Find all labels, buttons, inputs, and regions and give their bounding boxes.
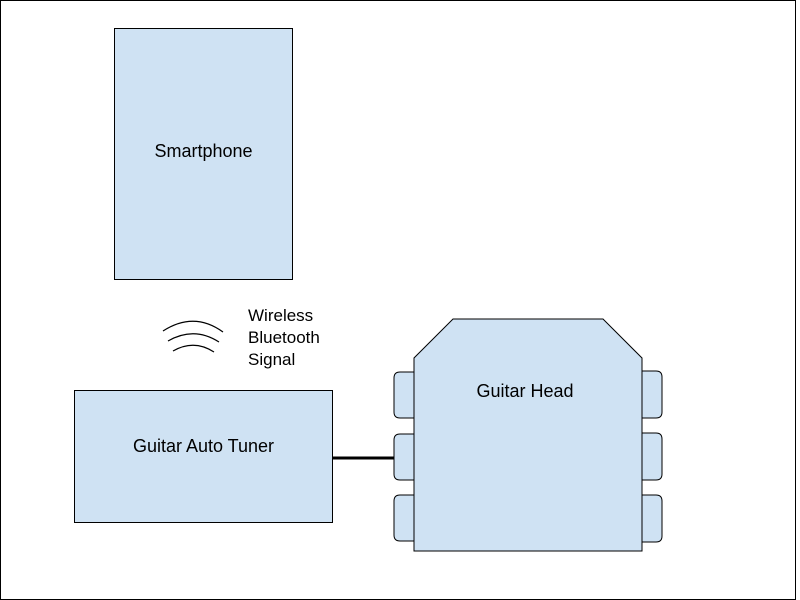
tuning-peg — [393, 494, 414, 542]
signal-arc-inner — [172, 344, 215, 353]
tuning-peg — [393, 371, 414, 419]
signal-line-2: Bluetooth — [248, 328, 320, 347]
guitar-head-shape — [413, 318, 643, 552]
signal-arc-middle — [167, 333, 220, 343]
wireless-signal-label: Wireless Bluetooth Signal — [248, 305, 320, 371]
guitar-auto-tuner-box: Guitar Auto Tuner — [74, 390, 333, 523]
signal-line-1: Wireless — [248, 306, 314, 325]
signal-arc-outer — [162, 320, 224, 333]
smartphone-box: Smartphone — [114, 28, 293, 280]
signal-line-3: Signal — [248, 350, 296, 369]
wireless-signal-icon — [162, 320, 224, 353]
tuning-peg — [393, 433, 414, 481]
smartphone-label: Smartphone — [154, 141, 253, 161]
guitar-head-label: Guitar Head — [476, 381, 574, 401]
guitar-auto-tuner-label: Guitar Auto Tuner — [132, 436, 275, 456]
tuning-pegs-left — [393, 371, 414, 542]
